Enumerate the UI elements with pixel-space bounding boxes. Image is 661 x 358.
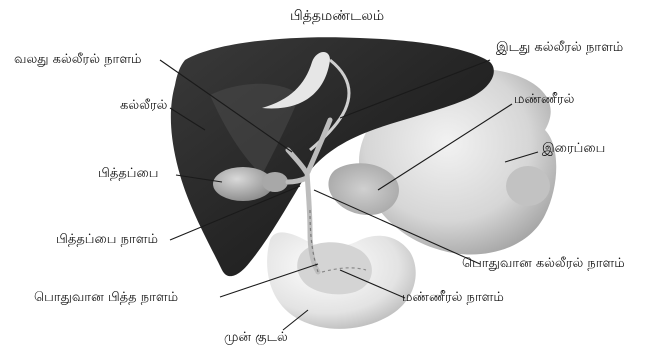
label-duodenum: முன் குடல் [224, 330, 288, 346]
label-stomach: இரைப்பை [542, 141, 605, 157]
label-common-bile-duct: பொதுவான பித்த நாளம் [34, 290, 178, 306]
label-cystic-duct: பித்தப்பை நாளம் [56, 232, 158, 248]
label-pancreatic-duct: மண்ணீரல் நாளம் [402, 290, 504, 306]
stomach-fundus-shape [506, 166, 550, 206]
label-pancreas: மண்ணீரல் [514, 92, 574, 108]
label-left-hepatic-duct: இடது கல்லீரல் நாளம் [496, 40, 623, 56]
label-gallbladder: பித்தப்பை [98, 166, 158, 182]
label-right-hepatic-duct: வலது கல்லீரல் நாளம் [14, 52, 142, 68]
label-common-hepatic-duct: பொதுவான கல்லீரல் நாளம் [462, 256, 625, 272]
diagram-title: பித்தமண்டலம் [290, 8, 384, 24]
label-liver: கல்லீரல் [120, 98, 167, 114]
gallbladder-neck-shape [262, 172, 288, 192]
